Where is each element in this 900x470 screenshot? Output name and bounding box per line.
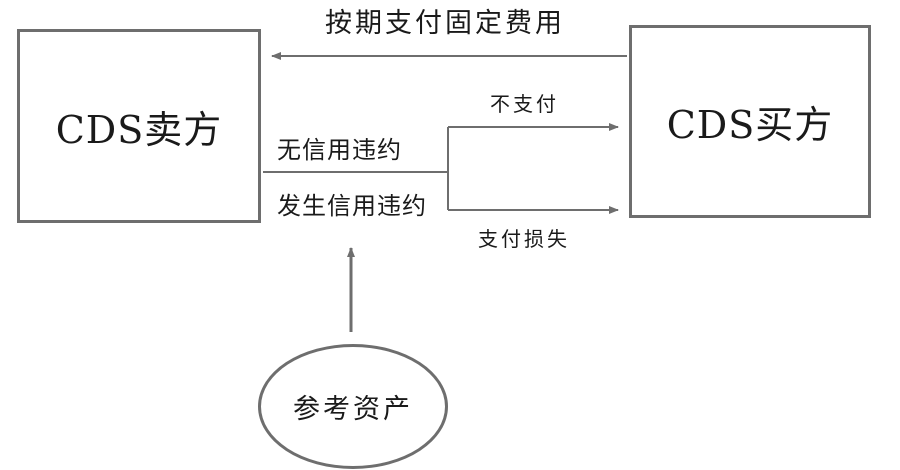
pay-loss-label: 支付损失 (478, 227, 570, 251)
reference-asset-label: 参考资产 (293, 394, 413, 425)
reference-asset-node: 参考资产 (258, 344, 448, 469)
seller-node-label: CDS卖方 (55, 107, 223, 152)
buyer-node-label: CDS买方 (666, 103, 834, 147)
no-payment-label: 不支付 (490, 92, 559, 116)
no-default-label: 无信用违约 (277, 136, 402, 164)
fixed-fee-label: 按期支付固定费用 (325, 8, 565, 39)
default-occurs-label: 发生信用违约 (277, 192, 427, 220)
seller-node: CDS卖方 (17, 29, 261, 223)
buyer-node: CDS买方 (629, 25, 871, 218)
